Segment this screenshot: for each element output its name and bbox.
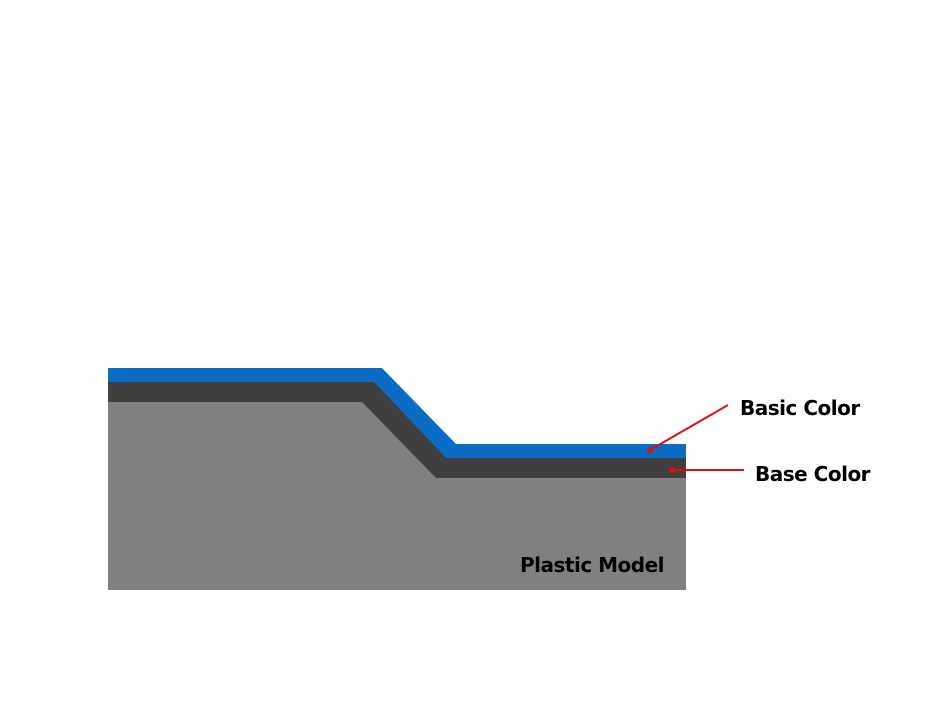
basic-color-pointer-dot [647, 447, 653, 453]
base-color-pointer-dot [669, 467, 675, 473]
plastic-model-label: Plastic Model [520, 553, 664, 577]
basic-color-label: Basic Color [740, 396, 860, 420]
plastic-model-body [108, 402, 686, 590]
basic-color-pointer-line [649, 404, 729, 451]
base-color-label: Base Color [755, 462, 871, 486]
